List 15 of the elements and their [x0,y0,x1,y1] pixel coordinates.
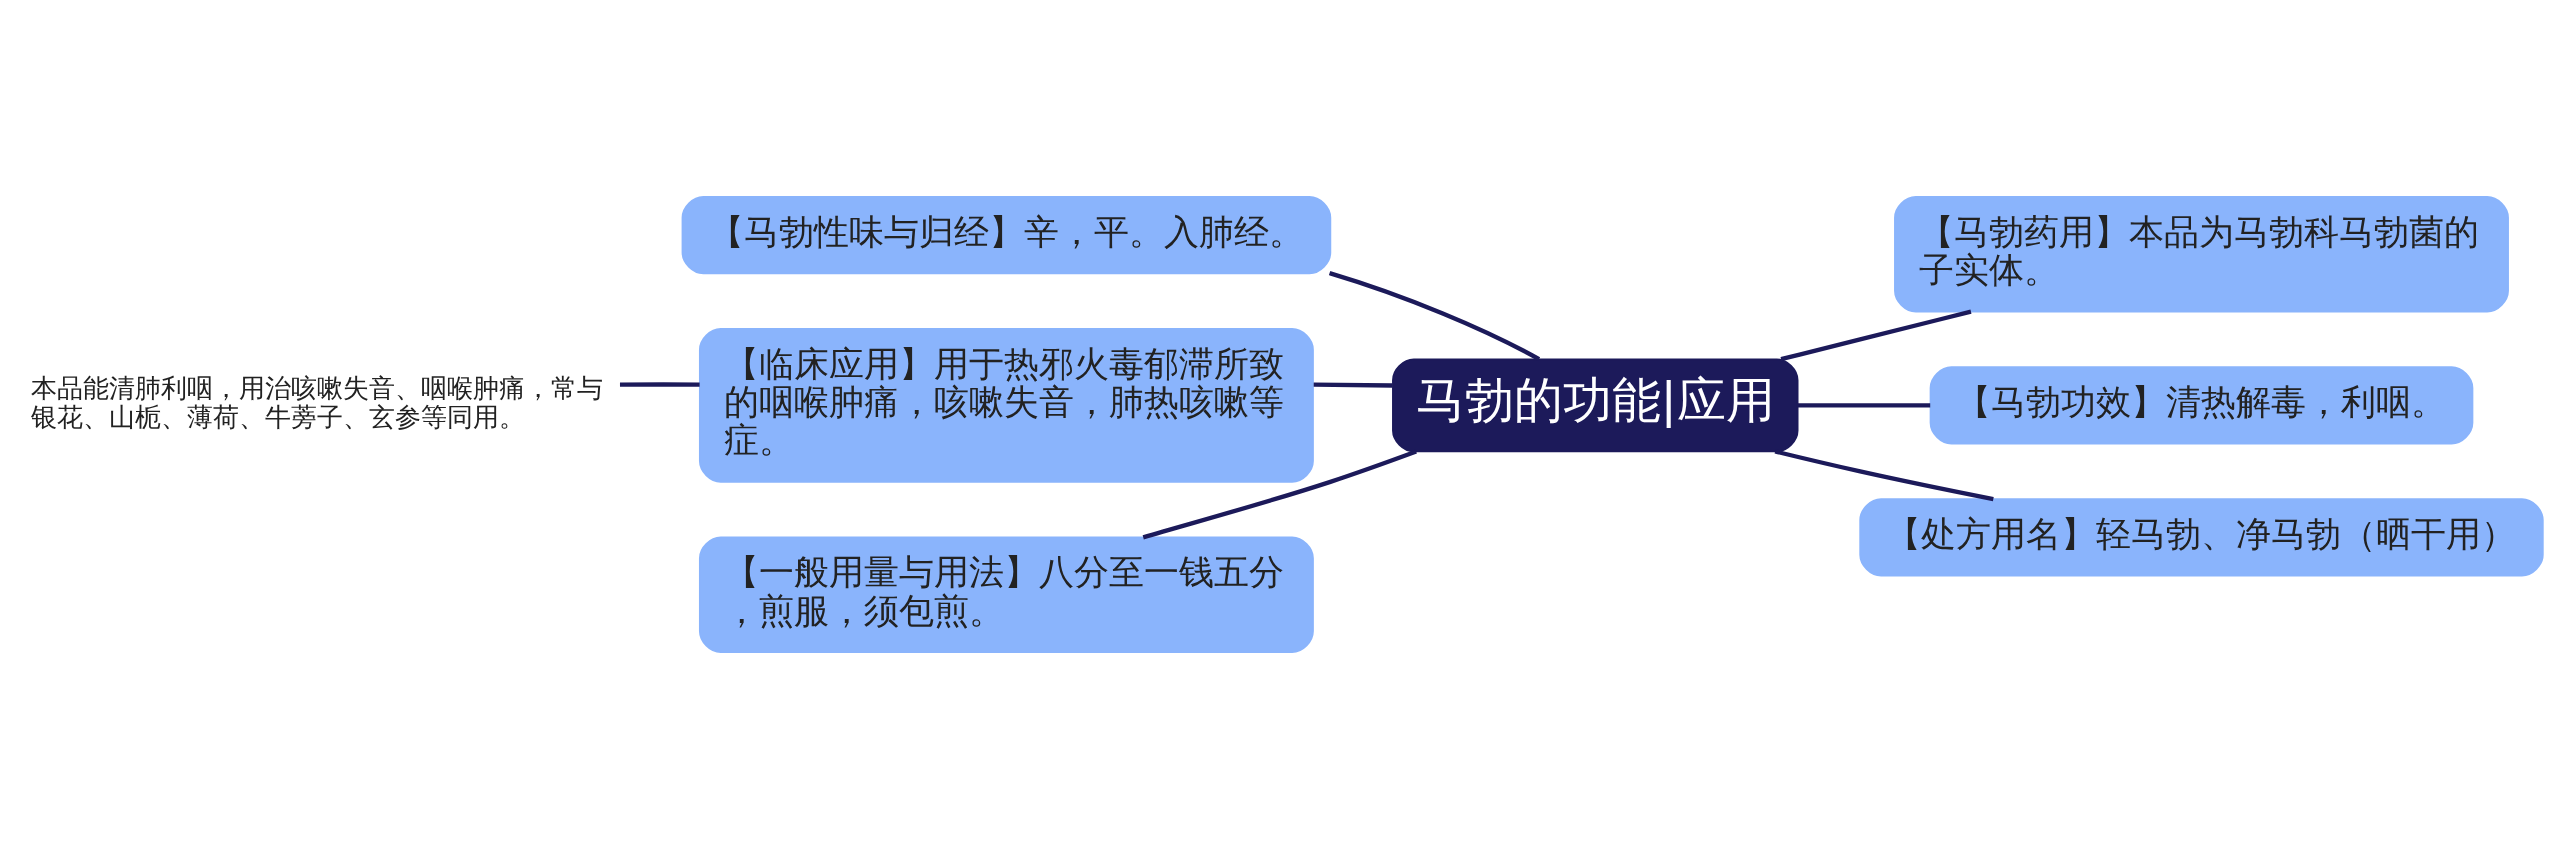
node-box: 马勃的功能|应用 [1392,358,1799,452]
connector [1313,381,1393,388]
connector [1142,448,1417,539]
connector [1797,402,1931,408]
connector [1774,448,1994,501]
node-box: 【马勃药用】本品为马勃科马勃菌的子实体。 [1894,195,2509,312]
connector [1328,270,1541,361]
node-box: 【一般用量与用法】八分至一钱五分，煎服，须包煎。 [698,536,1314,653]
connector [1780,309,1972,361]
node-box: 【马勃性味与归经】辛，平。入肺经。 [681,195,1332,274]
connector [619,381,700,387]
node-box: 【临床应用】用于热邪火毒郁滞所致的咽喉肿痛，咳嗽失音，肺热咳嗽等症。 [698,327,1314,483]
node-box: 【马勃功效】清热解毒，利咽。 [1929,365,2474,444]
node-text: 本品能清肺利咽，用治咳嗽失音、咽喉肿痛，常与银花、山栀、薄荷、牛蒡子、玄参等同用。 [31,372,604,432]
node-box: 【处方用名】轻马勃、净马勃（晒干用） [1859,497,2544,576]
